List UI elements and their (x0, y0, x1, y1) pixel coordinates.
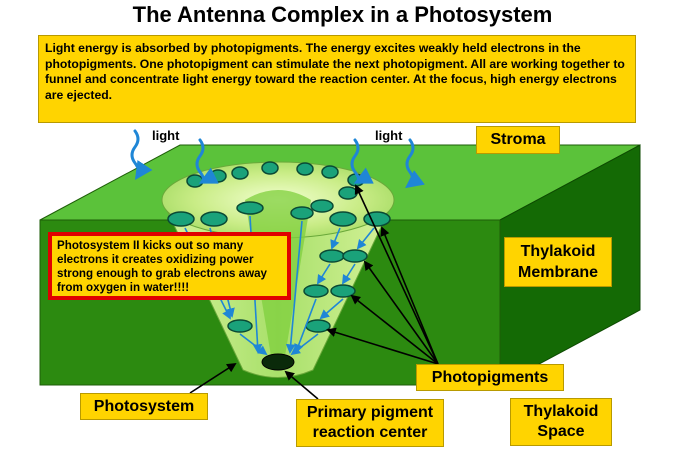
photosystem-label: Photosystem (80, 393, 208, 420)
intro-text-box: Light energy is absorbed by photopigment… (38, 35, 636, 123)
stroma-label: Stroma (476, 126, 560, 154)
reaction-center (261, 353, 295, 371)
pointer-lines (189, 184, 439, 400)
thylakoid-membrane-label: Thylakoid Membrane (504, 237, 612, 287)
primary-pigment-label: Primary pigment reaction center (296, 399, 444, 447)
light-label-left: light (152, 128, 180, 143)
light-rays (130, 129, 425, 189)
photosystem-ii-callout: Photosystem II kicks out so many electro… (48, 232, 291, 300)
diagram-title: The Antenna Complex in a Photosystem (132, 2, 553, 27)
thylakoid-space-label: Thylakoid Space (510, 398, 612, 446)
light-label-right: light (375, 128, 403, 143)
photopigments-label: Photopigments (416, 364, 564, 391)
